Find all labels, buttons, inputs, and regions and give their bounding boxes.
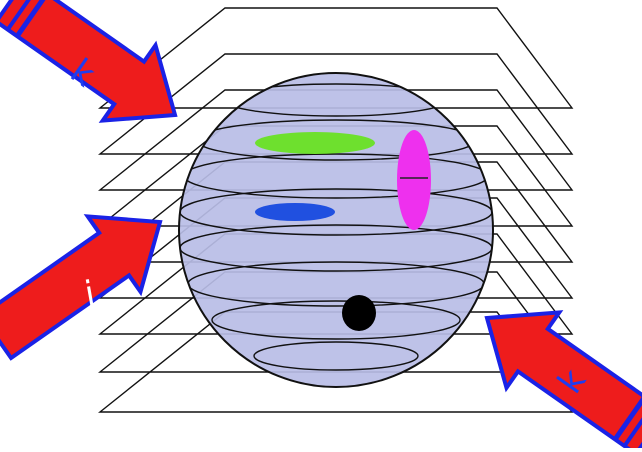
arrow-left xyxy=(0,184,186,374)
magenta-object xyxy=(397,130,431,230)
arrow-left-shape xyxy=(0,184,186,374)
blue-object xyxy=(255,203,335,221)
arrow-top-left-shape xyxy=(0,0,201,153)
black-object xyxy=(342,295,376,331)
arrow-top-left xyxy=(0,0,201,153)
green-object xyxy=(255,132,375,154)
